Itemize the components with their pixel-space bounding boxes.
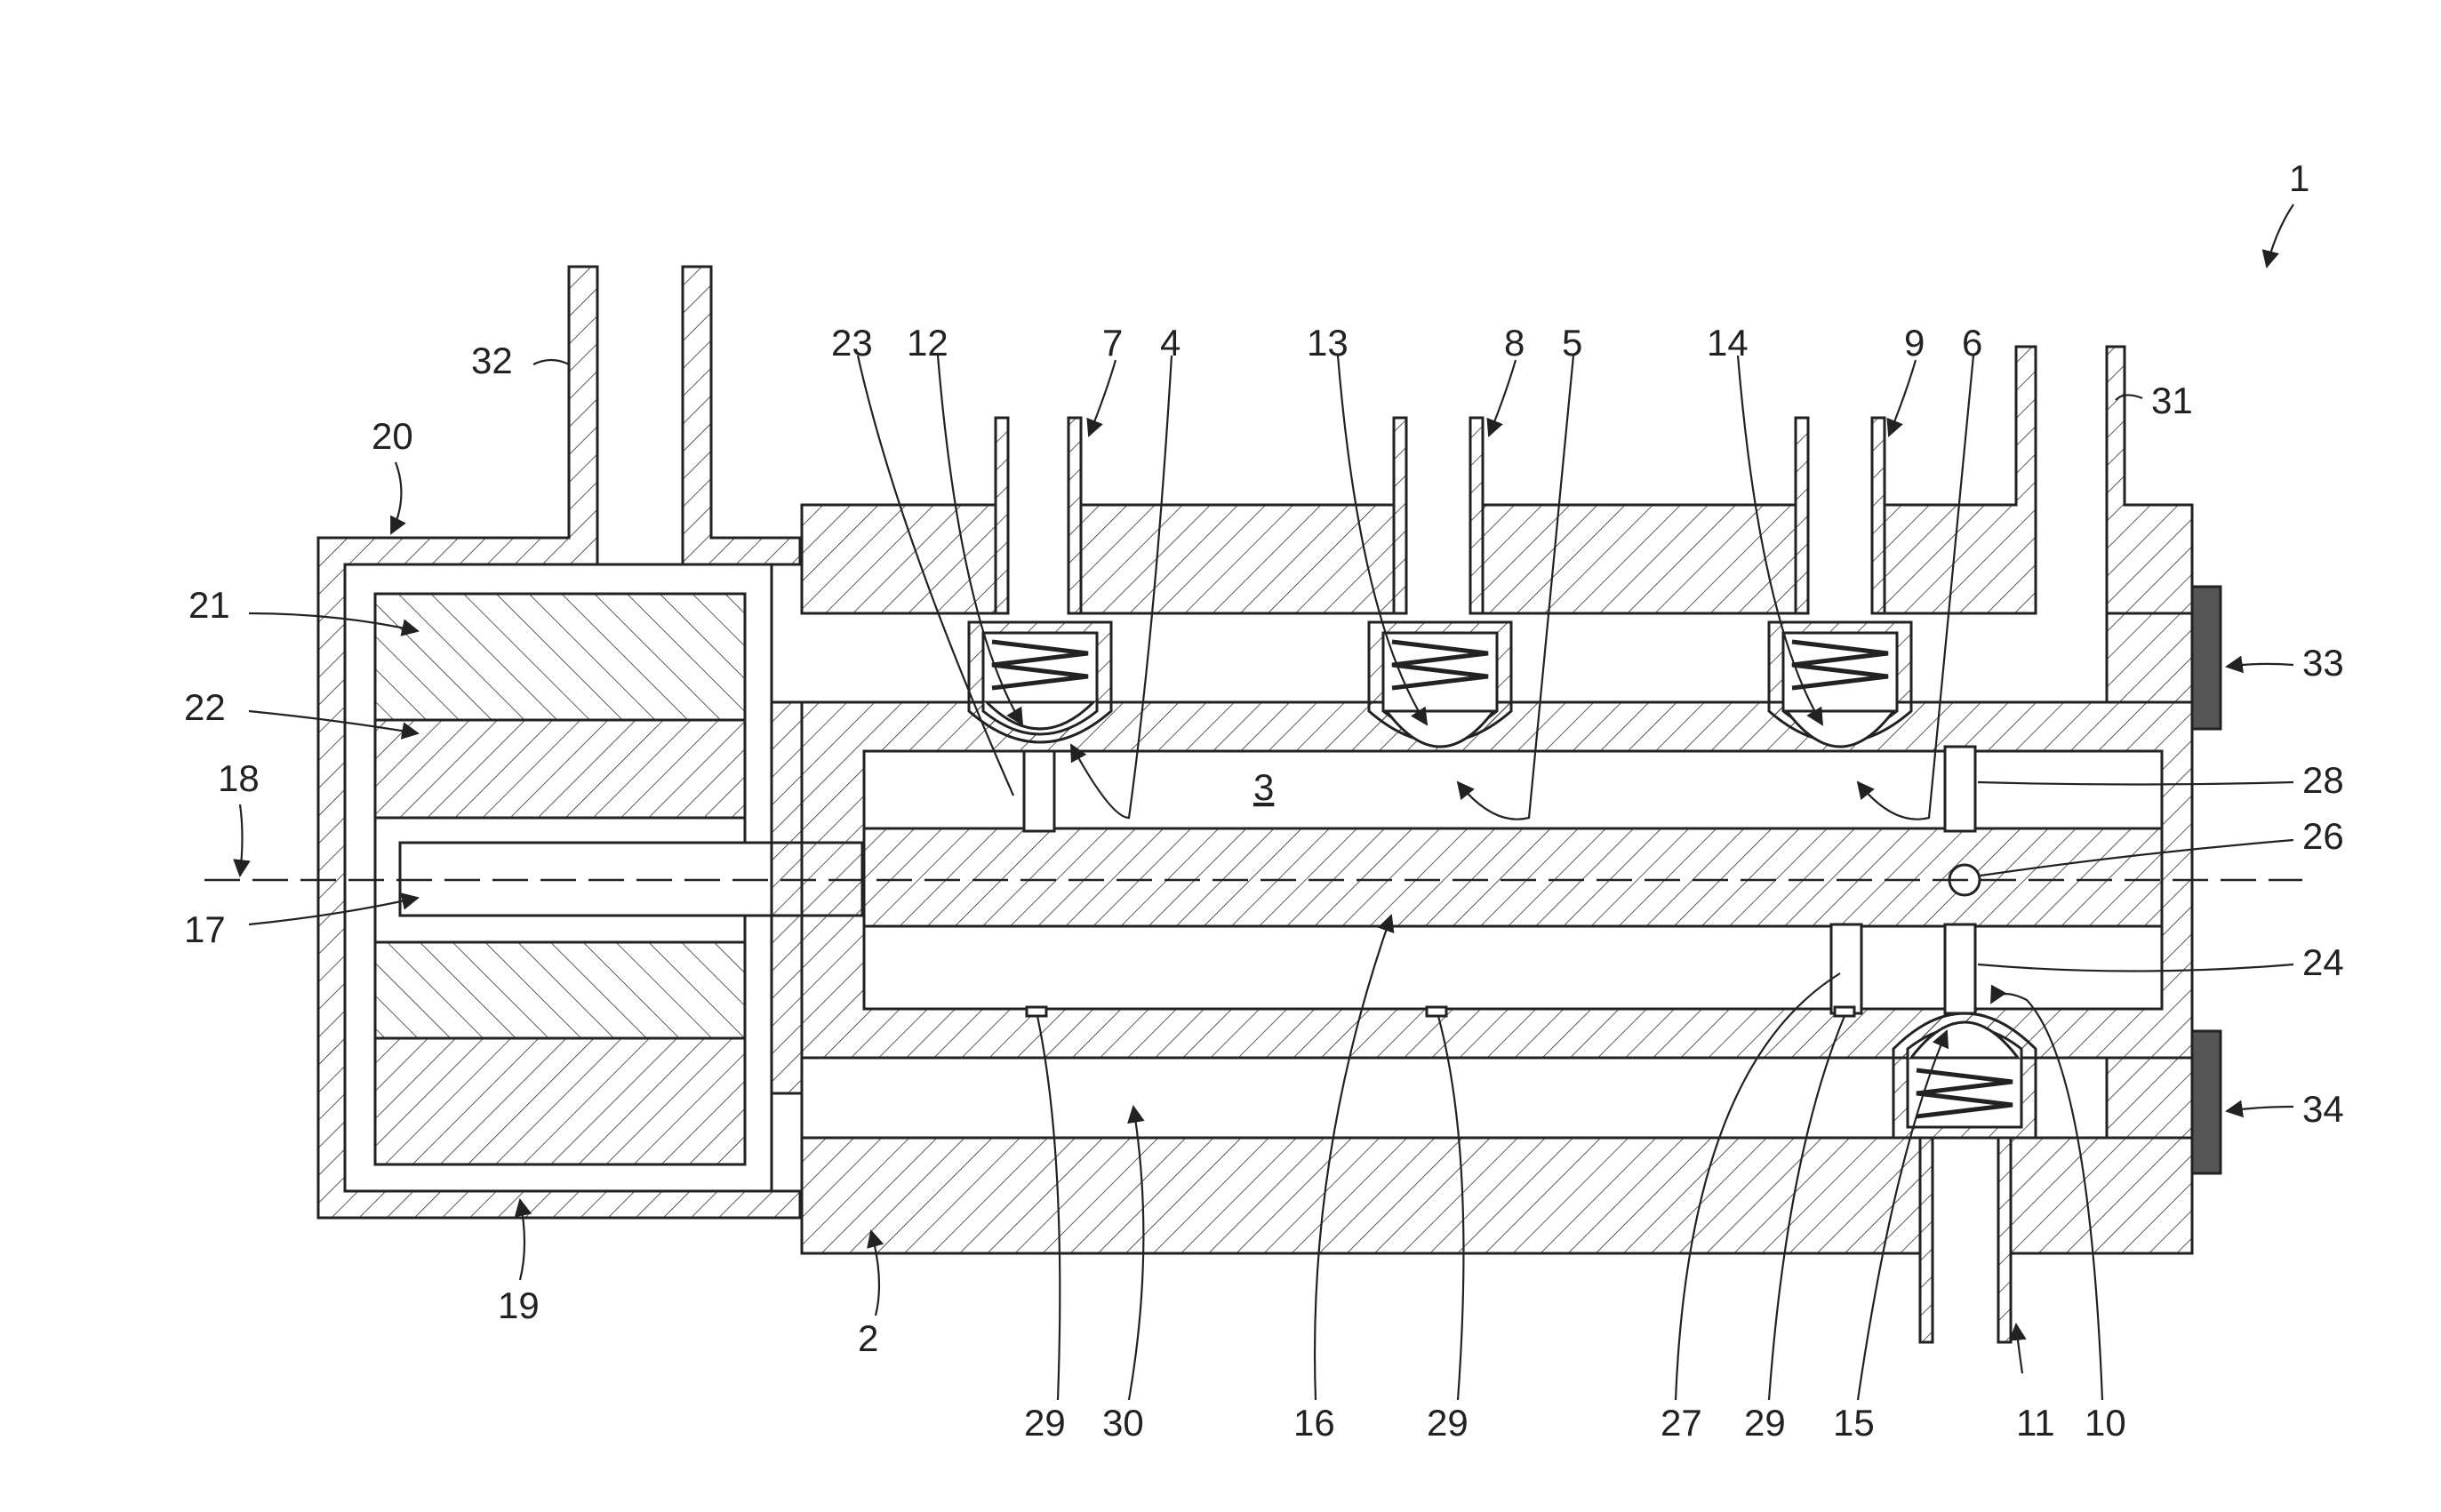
valve-body-bottom [802,1138,2192,1253]
label-30: 30 [1102,1402,1144,1444]
check-valve-13 [1369,622,1511,747]
label-29c: 29 [1744,1402,1786,1444]
label-34: 34 [2302,1088,2344,1130]
label-22: 22 [184,686,226,728]
check-valve-14 [1769,622,1911,747]
label-6: 6 [1962,322,1982,364]
label-7: 7 [1102,322,1123,364]
solenoid-end-wall [772,702,802,1093]
label-4: 4 [1160,322,1180,364]
label-8: 8 [1504,322,1525,364]
label-10: 10 [2085,1402,2126,1444]
label-14: 14 [1707,322,1749,364]
valve-body-top [802,347,2192,613]
label-5: 5 [1562,322,1582,364]
port-tube-bottom [1920,1138,2011,1342]
label-1: 1 [2289,157,2309,199]
label-31: 31 [2151,380,2193,421]
label-26: 26 [2302,815,2344,857]
check-valve-12 [969,622,1111,742]
label-23: 23 [831,322,873,364]
label-12: 12 [907,322,948,364]
label-11: 11 [2016,1402,2055,1444]
label-19: 19 [498,1284,540,1326]
label-27: 27 [1661,1402,1702,1444]
label-24: 24 [2302,941,2344,983]
label-17: 17 [184,908,226,950]
label-3: 3 [1253,766,1274,808]
label-18: 18 [218,757,260,799]
label-29a: 29 [1024,1402,1066,1444]
label-33: 33 [2302,642,2344,684]
label-13: 13 [1307,322,1349,364]
label-32: 32 [471,340,513,381]
label-16: 16 [1293,1402,1335,1444]
label-9: 9 [1904,322,1925,364]
label-21: 21 [188,584,230,626]
label-2: 2 [858,1317,878,1359]
label-29b: 29 [1427,1402,1469,1444]
label-28: 28 [2302,759,2344,801]
label-20: 20 [372,415,413,457]
label-15: 15 [1833,1402,1875,1444]
